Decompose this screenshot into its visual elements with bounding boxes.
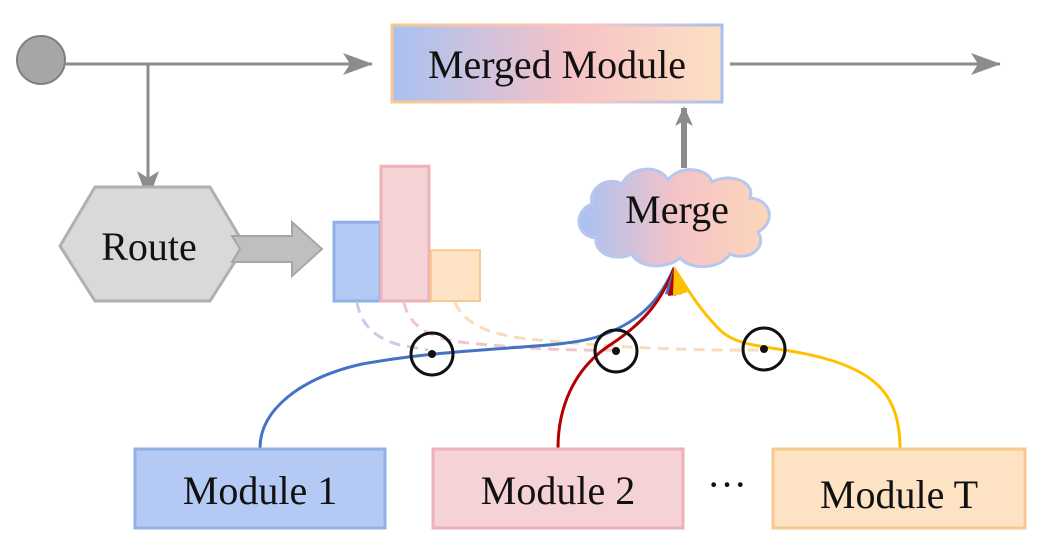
multiply-dot-t xyxy=(760,345,768,353)
module-t-label: Module T xyxy=(820,472,978,517)
merged-module-label: Merged Module xyxy=(428,42,686,87)
router-weight-bar-module-2 xyxy=(379,164,431,303)
module-t-box xyxy=(771,447,1027,530)
weight-dash-line-module-2 xyxy=(402,301,615,352)
multiply-operator-2 xyxy=(593,328,639,374)
merge-cloud xyxy=(577,167,771,269)
weight-dash-line-module-t xyxy=(453,301,763,352)
multiply-operator-t xyxy=(741,326,787,372)
input-node xyxy=(16,35,66,85)
multiply-dot-1 xyxy=(428,350,436,358)
merge-label: Merge xyxy=(625,187,729,232)
module-1-box xyxy=(133,447,387,530)
module-2-label: Module 2 xyxy=(481,468,635,513)
module-1-label: Module 1 xyxy=(183,468,337,513)
module-2-box xyxy=(431,447,685,530)
weight-dash-line-module-1 xyxy=(355,301,429,352)
module-ellipsis: ··· xyxy=(707,462,747,507)
router-weight-bar-module-1 xyxy=(332,220,382,303)
route-label: Route xyxy=(101,224,197,269)
merged-module-box xyxy=(390,23,724,104)
multiply-dot-2 xyxy=(612,347,620,355)
gold-arrowhead xyxy=(673,266,688,296)
multiply-operator-1 xyxy=(409,331,455,377)
router-weight-bar-module-t xyxy=(430,249,481,302)
module-t-curve xyxy=(672,267,902,449)
module-2-curve xyxy=(556,267,676,449)
route-to-weights-arrow xyxy=(230,219,324,279)
module-1-curve xyxy=(258,267,676,449)
